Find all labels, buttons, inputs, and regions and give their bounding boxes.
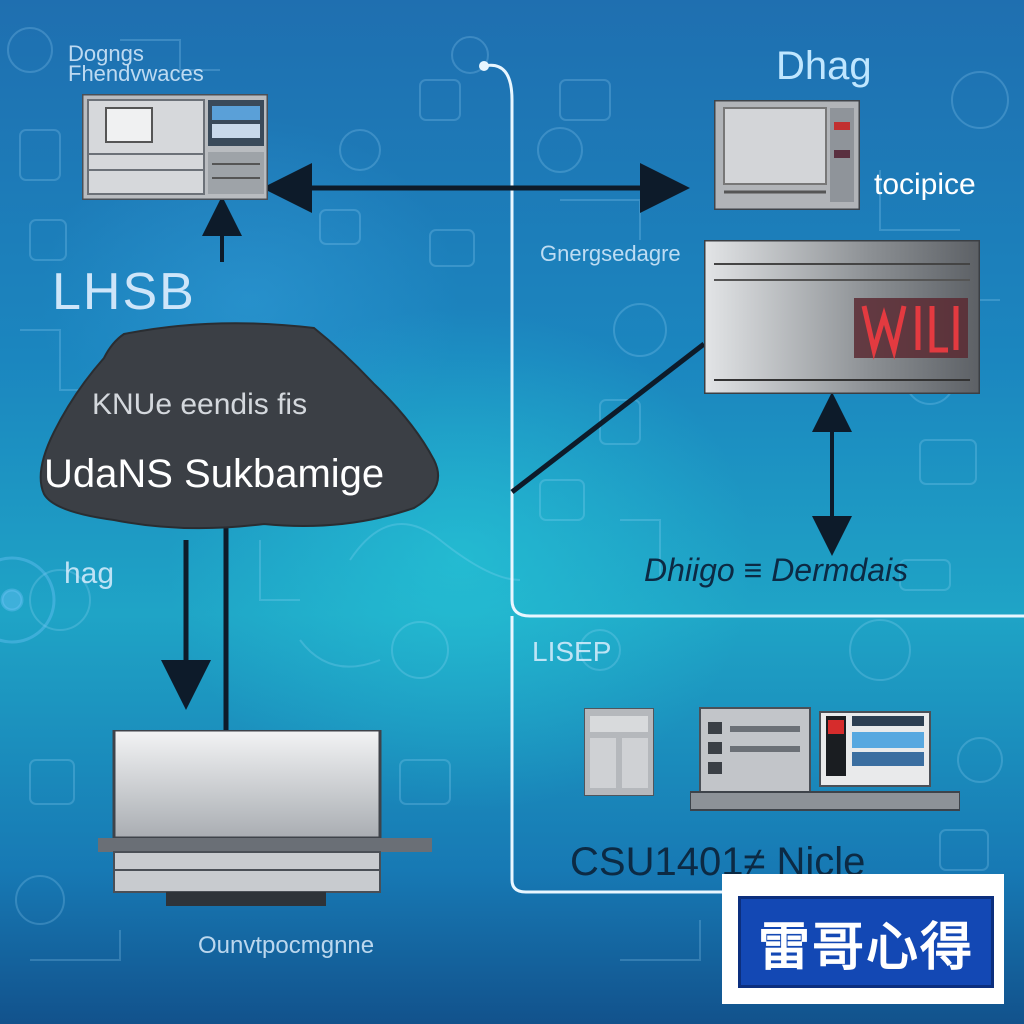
label-lower-mid-small: LISEP bbox=[532, 636, 612, 667]
diagonal-connector bbox=[510, 342, 706, 494]
watermark-badge-inner: 雷哥心得 bbox=[738, 896, 994, 988]
label-top-right-title: Dhag bbox=[776, 44, 872, 88]
server-bottom-left bbox=[98, 730, 432, 906]
server-bottom-small bbox=[584, 708, 654, 796]
label-left-small-mid: hag bbox=[64, 557, 115, 590]
blob-subtitle: KNUe eendis fis bbox=[92, 388, 308, 421]
label-bottom-left-small: Ounvtpocmgnne bbox=[198, 932, 375, 959]
blob-title: UdaNS Sukbamige bbox=[44, 452, 385, 496]
light-connector-main bbox=[483, 63, 1024, 618]
label-right-mid-small: Gnergsedagre bbox=[540, 241, 681, 266]
label-top-left-1: Dogngs bbox=[68, 41, 144, 66]
monitor-right-middle bbox=[704, 240, 980, 394]
device-bottom-right bbox=[690, 707, 960, 811]
label-right-middle: Dhiigo ≡ Dermdais bbox=[644, 552, 909, 588]
label-top-left-2: Fhendvwaces bbox=[68, 61, 204, 86]
server-top-right bbox=[714, 100, 860, 210]
service-blob bbox=[39, 322, 439, 530]
watermark-badge: 雷哥心得 bbox=[722, 874, 1004, 1004]
light-connector-lower bbox=[510, 616, 722, 894]
label-left-mid-big: LHSB bbox=[52, 263, 196, 321]
label-right-device: tocipice bbox=[874, 168, 976, 201]
watermark-badge-text: 雷哥心得 bbox=[757, 917, 974, 978]
server-top-left bbox=[82, 94, 268, 200]
